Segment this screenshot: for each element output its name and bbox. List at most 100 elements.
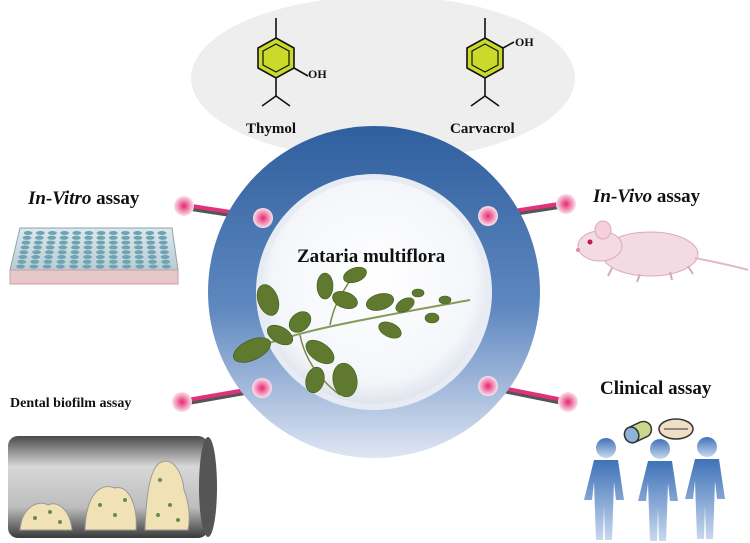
microplate-well: [147, 250, 157, 255]
microplate-well: [42, 264, 52, 269]
microplate-well: [30, 259, 40, 264]
microplate-well: [148, 264, 158, 269]
microplate-image: [9, 227, 179, 285]
carvacrol-label: Carvacrol: [450, 121, 515, 137]
microplate-well: [146, 245, 156, 250]
microplate-well: [43, 259, 53, 264]
microplate-well: [108, 245, 118, 250]
microplate-well: [32, 250, 41, 255]
in-vitro-rest: assay: [91, 188, 140, 209]
microplate-well: [96, 231, 106, 235]
microplate-well: [157, 231, 167, 235]
microplate-well: [18, 255, 28, 259]
microplate-well: [56, 264, 65, 269]
microplate-well: [108, 240, 118, 245]
in-vivo-rest: assay: [652, 186, 701, 207]
microplate-well: [95, 264, 105, 269]
microplate-well: [16, 264, 25, 269]
microplate-well: [147, 255, 157, 259]
microplate-well: [134, 250, 144, 255]
microplate-well: [29, 264, 39, 269]
microplate-well: [122, 259, 131, 264]
microplate-well: [122, 264, 131, 269]
in-vitro-italic: In-Vitro: [28, 188, 92, 209]
thymol-label: Thymol: [246, 121, 297, 137]
microplate-well: [96, 235, 106, 240]
microplate-well: [34, 235, 44, 240]
center-title-text: Zataria multiflora: [297, 246, 446, 267]
in-vitro-label: In-Vitro assay: [28, 188, 139, 210]
microplate-well: [82, 259, 92, 264]
microplate-well: [133, 231, 143, 235]
microplate-well: [134, 245, 144, 250]
microplate-well: [22, 235, 32, 240]
biofilm-tube-image: [8, 436, 217, 538]
microplate-well: [96, 255, 105, 259]
microplate-well: [19, 250, 29, 255]
microplate-well: [71, 245, 80, 250]
microplate-well: [57, 255, 66, 259]
microplate-well: [121, 255, 131, 259]
microplate-well: [133, 240, 143, 245]
microplate-well: [162, 264, 171, 269]
microplate-well: [84, 235, 93, 240]
microplate-well: [69, 264, 78, 269]
inner-circle: [262, 180, 486, 404]
carvacrol-structure: [466, 18, 515, 107]
microplate-well: [96, 250, 105, 255]
microplate-well: [109, 264, 118, 269]
microplate-well: [20, 245, 30, 250]
microplate-well: [96, 245, 106, 250]
microplate-well: [146, 240, 156, 245]
microplate-well: [121, 240, 131, 245]
microplate-well: [134, 255, 144, 259]
microplate-well: [71, 235, 81, 240]
microplate-well: [160, 255, 170, 259]
in-vivo-label: In-Vivo assay: [593, 186, 700, 208]
microplate-well: [84, 231, 94, 235]
microplate-well: [45, 245, 55, 250]
microplate-well: [108, 250, 118, 255]
microplate-well: [96, 240, 106, 245]
compounds-background: [191, 0, 575, 160]
microplate-well: [109, 259, 118, 264]
microplate-well: [82, 264, 92, 269]
microplate-well: [72, 231, 82, 235]
microplate-well: [95, 259, 105, 264]
mouse-image: [576, 220, 749, 283]
microplate-well: [47, 235, 57, 240]
microplate-well: [44, 255, 53, 259]
microplate-well: [69, 259, 79, 264]
microplate-well: [148, 259, 158, 264]
microplate-well: [71, 240, 81, 245]
in-vivo-italic: In-Vivo: [593, 186, 653, 207]
microplate-well: [70, 250, 80, 255]
microplate-well: [60, 231, 69, 235]
pills-image: [623, 418, 694, 444]
connector-nodes: [172, 194, 578, 412]
microplate-well: [58, 245, 68, 250]
microplate-well: [158, 240, 168, 245]
microplate-well: [83, 255, 92, 259]
microplate-well: [35, 231, 45, 235]
microplate-well: [21, 240, 31, 245]
microplate-well: [108, 235, 118, 240]
microplate-well: [121, 250, 131, 255]
microplate-well: [158, 235, 168, 240]
thymol-structure: [257, 18, 309, 107]
microplate-well: [33, 245, 42, 250]
microplate-well: [46, 240, 56, 245]
microplate-well: [159, 245, 169, 250]
microplate-well: [108, 231, 118, 235]
microplate-well: [108, 255, 118, 259]
center-title: Zataria multiflora: [297, 246, 445, 268]
microplate-well: [83, 245, 93, 250]
microplate-well: [17, 259, 27, 264]
microplate-well: [70, 255, 79, 259]
microplate-well: [48, 231, 57, 235]
microplate-well: [83, 250, 93, 255]
microplate-well: [31, 255, 41, 259]
microplate-well: [59, 240, 68, 245]
plant-sprig-image: [233, 266, 471, 398]
